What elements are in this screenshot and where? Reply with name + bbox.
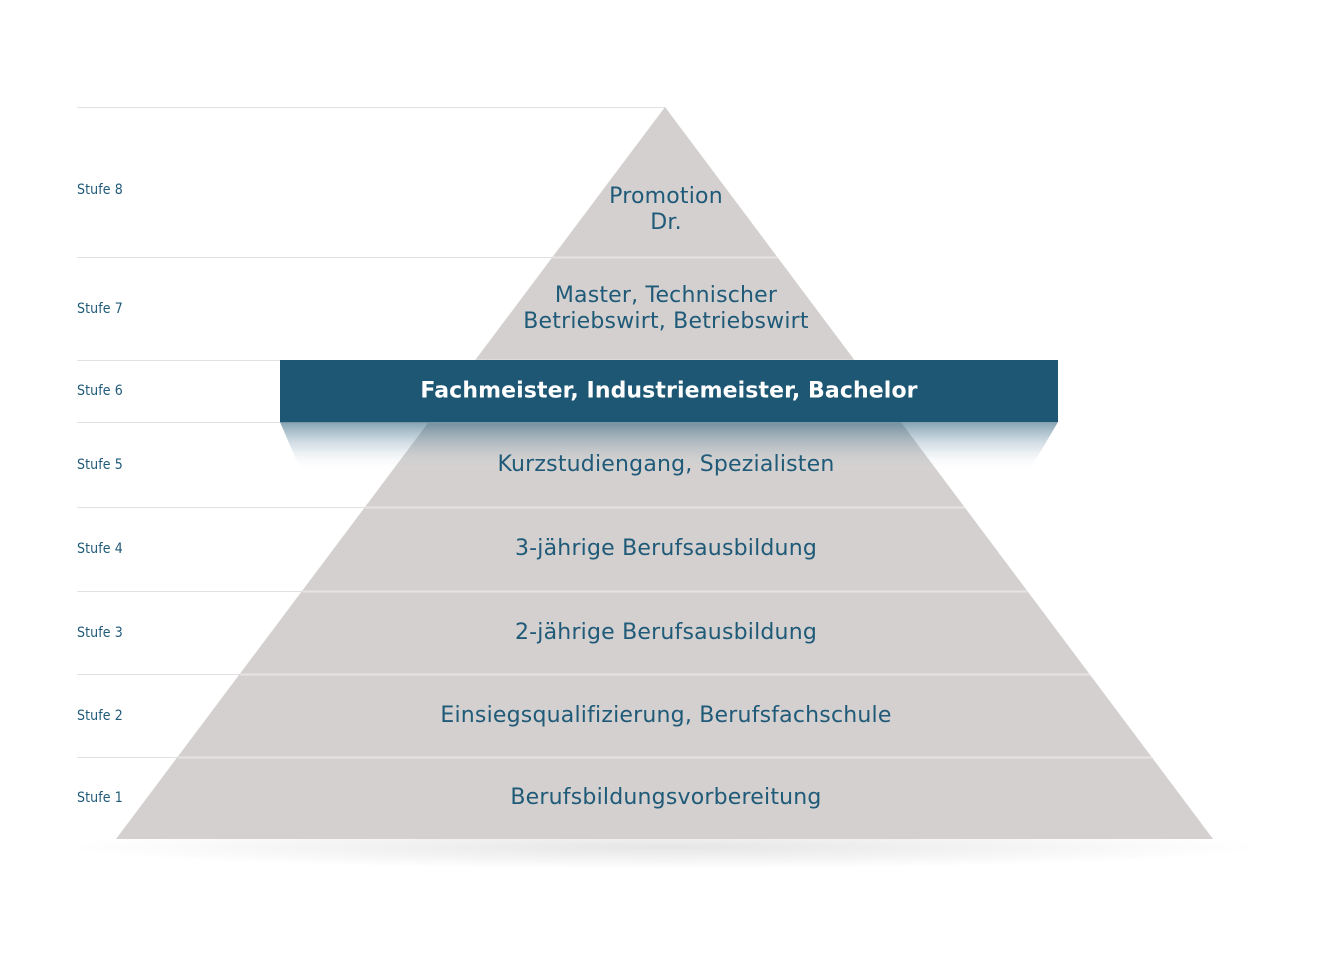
highlight-band bbox=[280, 360, 1058, 422]
tier-text-stufe-2: Einsiegsqualifizierung, Berufsfachschule bbox=[366, 703, 966, 729]
tier-text-stufe-4: 3-jährige Berufsausbildung bbox=[366, 536, 966, 562]
tier-text-line: Berufsbildungsvorbereitung bbox=[510, 785, 822, 810]
level-label-stufe-4: Stufe 4 bbox=[77, 541, 123, 557]
tier-text-line: 2-jährige Berufsausbildung bbox=[514, 619, 818, 645]
level-label-stufe-1: Stufe 1 bbox=[77, 790, 123, 806]
tier-text-stufe-3: 2-jährige Berufsausbildung bbox=[366, 620, 966, 646]
tier-text-line: Master, Technischer bbox=[554, 282, 778, 308]
level-label-stufe-7: Stufe 7 bbox=[77, 300, 123, 317]
tier-text-line: Betriebswirt, Betriebswirt bbox=[523, 308, 809, 334]
level-label-stufe-5: Stufe 5 bbox=[77, 456, 123, 473]
tier-text-stufe-1: Berufsbildungsvorbereitung bbox=[366, 785, 966, 811]
tier-text-line: Promotion bbox=[609, 184, 723, 209]
tier-text-line: Dr. bbox=[650, 210, 682, 235]
tier-text-line: Einsiegsqualifizierung, Berufsfachschule bbox=[440, 702, 892, 728]
tier-text-line: Fachmeister, Industriemeister, Bachelor bbox=[420, 378, 918, 404]
tier-text-line: 3-jährige Berufsausbildung bbox=[514, 536, 818, 561]
tier-text-line: Kurzstudiengang, Spezialisten bbox=[497, 451, 835, 477]
level-label-stufe-3: Stufe 3 bbox=[77, 624, 123, 641]
tier-text-stufe-5: Kurzstudiengang, Spezialisten bbox=[366, 452, 966, 478]
tier-text-stufe-6: Fachmeister, Industriemeister, Bachelor bbox=[280, 379, 1058, 404]
pyramid-body bbox=[116, 107, 1213, 839]
level-label-stufe-2: Stufe 2 bbox=[77, 707, 123, 724]
level-label-stufe-6: Stufe 6 bbox=[77, 383, 123, 399]
highlight-shadow bbox=[280, 422, 1058, 472]
level-label-stufe-8: Stufe 8 bbox=[77, 182, 123, 198]
